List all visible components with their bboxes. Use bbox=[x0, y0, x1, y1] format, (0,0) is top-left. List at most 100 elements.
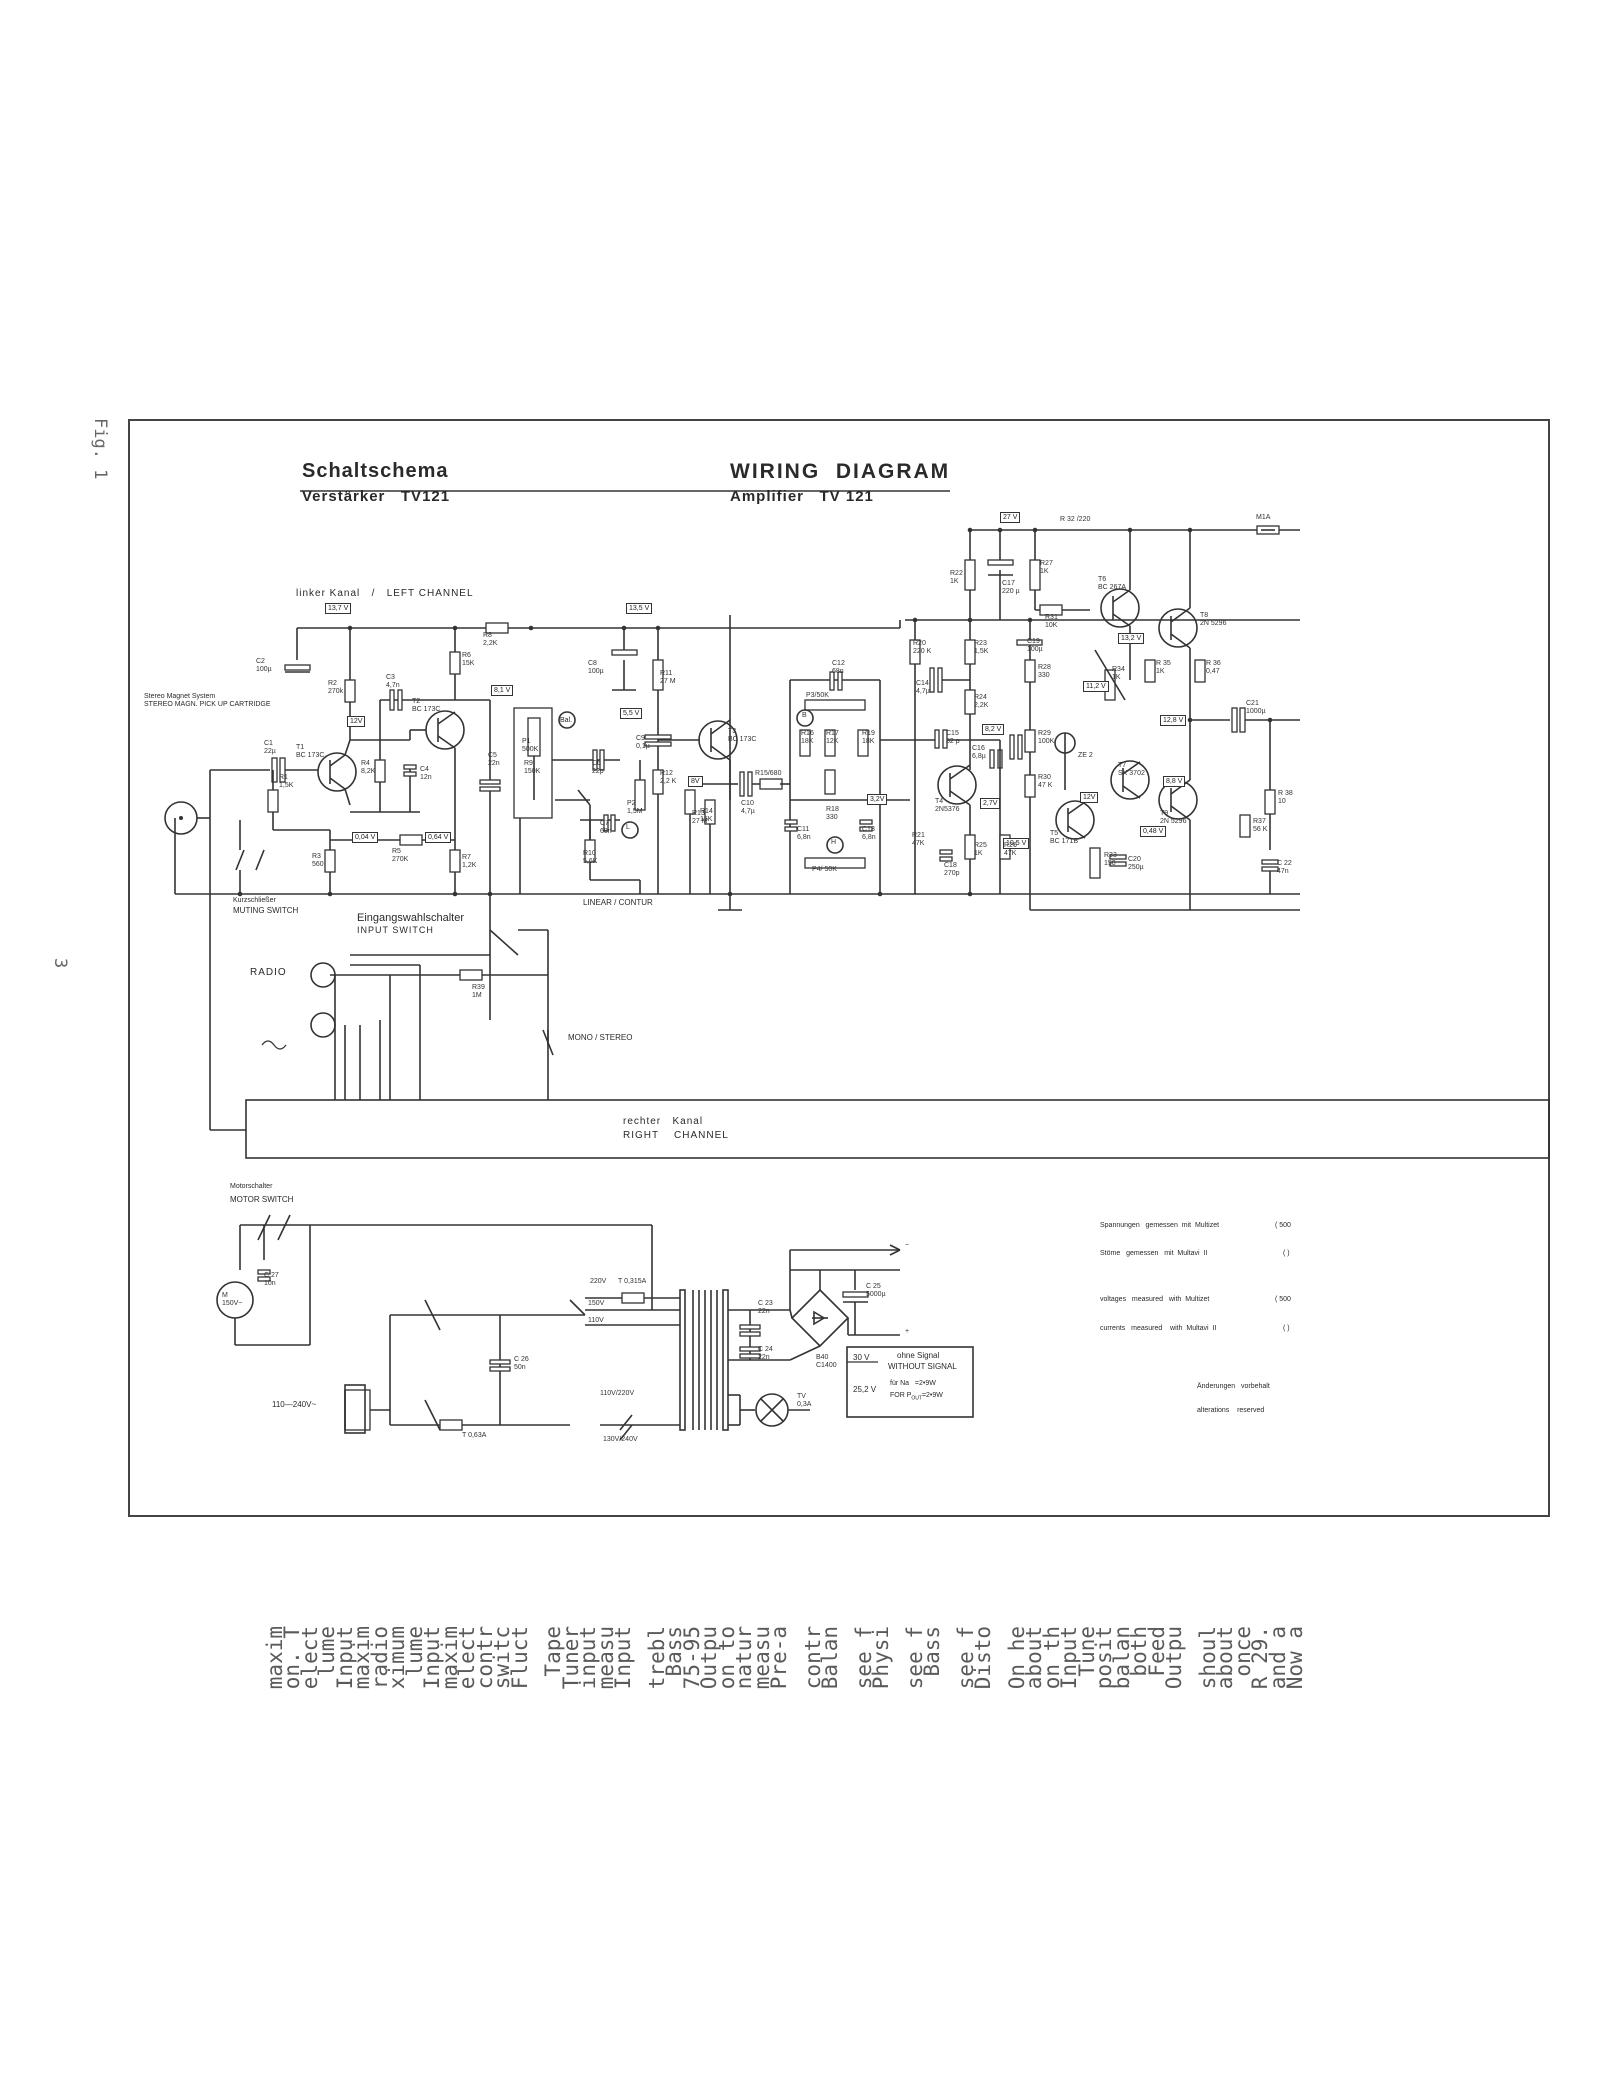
component-label-c17: C17 220 µ bbox=[1002, 580, 1020, 595]
component-label-r2: R2 270k bbox=[328, 680, 344, 695]
reverse-side-text-line: On he bbox=[1005, 1626, 1029, 1690]
voltage-tag: 27 V bbox=[1000, 512, 1021, 523]
component-label-r37: R37 56 K bbox=[1253, 818, 1268, 833]
component-label-c5: C5 22n bbox=[488, 752, 500, 767]
component-label-r21: R21 47K bbox=[912, 832, 925, 847]
input-switch-label-de: Eingangswahlschalter bbox=[357, 912, 465, 924]
reverse-side-text-line: maxim bbox=[263, 1626, 287, 1690]
note-spannungen: Spannungen gemessen mit Multizet bbox=[1100, 1222, 1220, 1229]
component-label-v150: 150V bbox=[588, 1300, 605, 1307]
note-stroeme: Stöme gemessen mit Multavi II bbox=[1100, 1250, 1208, 1257]
v252-label: 25,2 V bbox=[853, 1385, 877, 1394]
note-currents: currents measured with Multavi II bbox=[1100, 1325, 1217, 1332]
v30-label: 30 V bbox=[853, 1353, 870, 1362]
voltage-tag: 12,8 V bbox=[1160, 715, 1187, 726]
component-label-r5: R5 270K bbox=[392, 848, 409, 863]
component-label-c13: C13 6,8n bbox=[862, 826, 876, 841]
component-label-plus: + bbox=[905, 1328, 910, 1335]
for-pout-value: =2•9W bbox=[921, 1392, 943, 1399]
note-aenderungen: Änderungen vorbehalt bbox=[1197, 1383, 1270, 1390]
component-label-minus: − bbox=[905, 1242, 910, 1249]
component-label-c23: C 23 22n bbox=[758, 1300, 773, 1315]
component-label-r19: R19 18K bbox=[862, 730, 875, 745]
component-label-t3: T3 BC 173C bbox=[728, 728, 757, 743]
component-label-r7: R7 1,2K bbox=[462, 854, 477, 869]
title-en: WIRING DIAGRAM bbox=[730, 460, 951, 483]
component-label-b: B bbox=[802, 712, 807, 719]
voltage-tag: 12V bbox=[347, 716, 366, 727]
component-label-r35: R 35 1K bbox=[1156, 660, 1171, 675]
linear-contur-label: LINEAR / CONTUR bbox=[583, 898, 653, 907]
component-label-c6: C6 22p bbox=[592, 760, 604, 775]
component-label-r29: R29 100K bbox=[1038, 730, 1055, 745]
component-label-c10: C10 4,7µ bbox=[741, 800, 755, 815]
component-label-r20: R20 220 K bbox=[913, 640, 932, 655]
balance-label: Bal. bbox=[560, 717, 573, 724]
drawing-frame bbox=[128, 419, 1550, 1517]
component-label-r18: R18 330 bbox=[826, 806, 839, 821]
reverse-side-text-line: Tape bbox=[541, 1626, 565, 1677]
page-number: 3 bbox=[50, 958, 70, 969]
component-label-ze2: ZE 2 bbox=[1078, 752, 1093, 759]
component-label-r38: R 38 10 bbox=[1278, 790, 1293, 805]
voltage-tag: 0,64 V bbox=[425, 832, 452, 843]
voltage-tag: 13,5 V bbox=[626, 603, 653, 614]
component-label-c14: C14 4,7µ bbox=[916, 680, 930, 695]
subtitle-de: Verstärker TV121 bbox=[302, 488, 451, 505]
component-label-r8: R8 2,2K bbox=[483, 632, 498, 647]
component-label-c27: C 27 10n bbox=[264, 1272, 279, 1287]
component-label-r17: R17 12K bbox=[826, 730, 839, 745]
radio-label: RADIO bbox=[250, 967, 287, 978]
component-label-t9: T9 2N 5296 bbox=[1160, 810, 1187, 825]
voltage-tag: 8,1 V bbox=[491, 685, 514, 696]
voltage-tag: 10,5 V bbox=[1003, 838, 1030, 849]
component-label-c24: C 24 22n bbox=[758, 1346, 773, 1361]
component-label-c19: C19 100µ bbox=[1027, 638, 1043, 653]
component-label-c25: C 25 5000µ bbox=[866, 1283, 886, 1298]
component-label-c8: C8 100µ bbox=[588, 660, 604, 675]
voltage-tag: 8,2 V bbox=[982, 724, 1005, 735]
for-pout-label: FOR POUT=2•9W bbox=[890, 1392, 943, 1401]
component-label-r14: R14 15K bbox=[700, 808, 713, 823]
fuer-na-label: für Na =2•9W bbox=[890, 1380, 936, 1387]
component-label-r36: R 36 0,47 bbox=[1206, 660, 1221, 675]
component-label-r16: R16 18K bbox=[801, 730, 814, 745]
component-label-l: L bbox=[626, 824, 630, 831]
component-label-c9: C9 0,1µ bbox=[636, 735, 650, 750]
mono-stereo-label: MONO / STEREO bbox=[568, 1033, 633, 1042]
reverse-side-text-line: see f bbox=[954, 1626, 978, 1690]
voltage-tag: 13,7 V bbox=[325, 603, 352, 614]
component-label-c1: C1 22µ bbox=[264, 740, 276, 755]
motor-switch-label-en: MOTOR SWITCH bbox=[230, 1195, 294, 1204]
right-channel-label-de: rechter Kanal bbox=[623, 1116, 704, 1127]
component-label-c4: C4 12n bbox=[420, 766, 432, 781]
out-subscript: OUT bbox=[911, 1395, 922, 1402]
component-label-r13: R13 27 M bbox=[692, 810, 708, 825]
component-label-c12: C12 68n bbox=[832, 660, 845, 675]
component-label-p4: P4/ 50K bbox=[812, 866, 837, 873]
motor-switch-label-de: Motorschalter bbox=[230, 1183, 273, 1190]
component-label-r24: R24 2,2K bbox=[974, 694, 989, 709]
reverse-side-text-line: contr bbox=[801, 1626, 825, 1690]
component-label-r1: R1 1,5K bbox=[279, 774, 294, 789]
component-label-r6: R6 15K bbox=[462, 652, 475, 667]
component-label-v110-220: 110V/220V bbox=[600, 1390, 635, 1397]
note-p4: ( ) bbox=[1283, 1325, 1290, 1332]
component-label-r23: R23 1,5K bbox=[974, 640, 989, 655]
component-label-v110: 110V bbox=[588, 1317, 604, 1324]
no-signal-box bbox=[846, 1346, 974, 1418]
component-label-c20: C20 250µ bbox=[1128, 856, 1144, 871]
voltage-tag: 13,2 V bbox=[1118, 633, 1145, 644]
left-channel-label: linker Kanal / LEFT CHANNEL bbox=[296, 588, 474, 599]
mains-label: 110—240V~ bbox=[272, 1400, 317, 1409]
cartridge-label-de: Stereo Magnet System bbox=[144, 693, 216, 700]
reverse-side-text-line: shoul bbox=[1196, 1626, 1220, 1690]
muting-label-de: Kurzschließer bbox=[233, 897, 276, 904]
voltage-tag: 8V bbox=[688, 776, 703, 787]
note-voltages: voltages measured with Multizet bbox=[1100, 1296, 1210, 1303]
component-label-m1a: M1A bbox=[1256, 514, 1271, 521]
subtitle-en: Amplifier TV 121 bbox=[730, 488, 874, 505]
component-label-r12: R12 2,2 K bbox=[660, 770, 677, 785]
component-label-c21: C21 1000µ bbox=[1246, 700, 1266, 715]
component-label-p1: P1 500K bbox=[522, 738, 539, 753]
